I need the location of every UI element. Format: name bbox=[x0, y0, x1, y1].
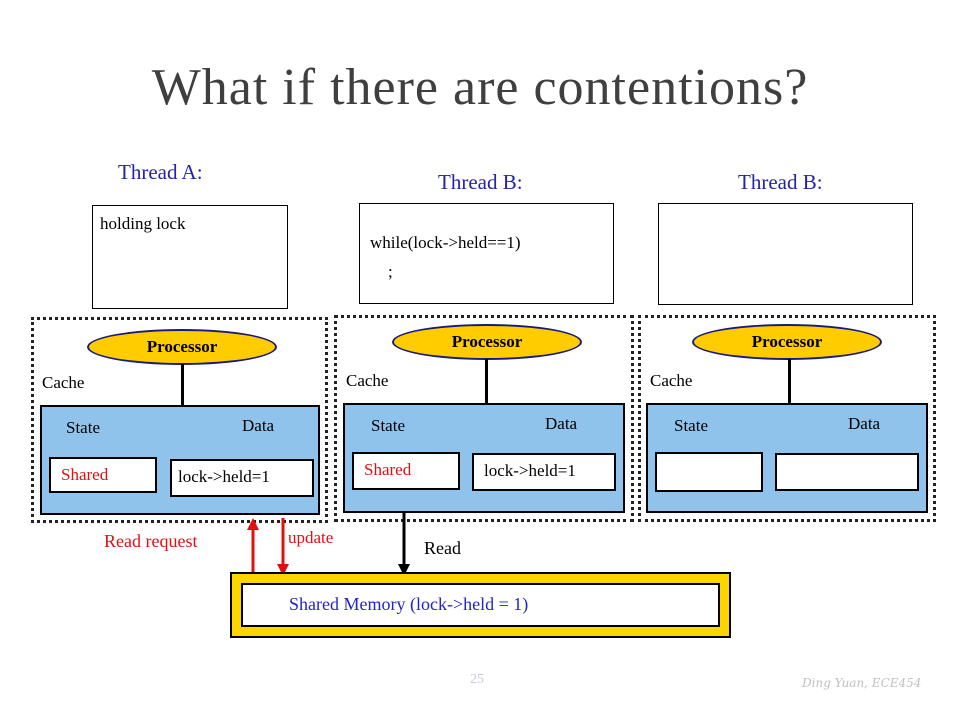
thread-a-label: Thread A: bbox=[118, 160, 203, 184]
bus-line-c bbox=[788, 359, 791, 405]
cache-a-data-cell: lock->held=1 bbox=[170, 459, 314, 497]
cache-c: State Data bbox=[646, 403, 928, 513]
author-footer: Ding Yuan, ECE454 bbox=[802, 676, 922, 690]
cache-b: State Data Shared lock->held=1 bbox=[343, 403, 625, 513]
cache-a: State Data Shared lock->held=1 bbox=[40, 405, 320, 515]
cache-c-label: Cache bbox=[650, 371, 693, 390]
read-request-label: Read request bbox=[104, 531, 198, 551]
bus-line-b bbox=[485, 359, 488, 405]
thread-b2-label: Thread B: bbox=[738, 170, 823, 194]
thread-b-code-box: while(lock->held==1) ; bbox=[359, 203, 614, 304]
thread-a-code-box: holding lock bbox=[92, 205, 288, 309]
processor-b: Processor bbox=[392, 324, 582, 360]
bus-line-a bbox=[181, 364, 184, 406]
data-header: Data bbox=[545, 414, 578, 433]
data-header: Data bbox=[848, 414, 881, 433]
thread-b2-code-box bbox=[658, 203, 913, 305]
core-c-region bbox=[638, 315, 936, 522]
shared-memory-frame: Shared Memory (lock->held = 1) bbox=[230, 572, 731, 638]
shared-memory-box: Shared Memory (lock->held = 1) bbox=[241, 583, 720, 627]
page-number: 25 bbox=[470, 672, 484, 687]
read-label: Read bbox=[424, 538, 461, 558]
cache-a-state-cell: Shared bbox=[49, 457, 157, 493]
state-header: State bbox=[674, 416, 708, 435]
data-header: Data bbox=[242, 416, 275, 435]
update-label: update bbox=[288, 528, 334, 547]
thread-b-code-line2: ; bbox=[388, 262, 393, 281]
cache-c-data-cell bbox=[775, 453, 919, 491]
cache-c-state-cell bbox=[655, 452, 763, 492]
slide-title: What if there are contentions? bbox=[151, 59, 809, 116]
processor-c: Processor bbox=[692, 324, 882, 360]
thread-b-label: Thread B: bbox=[438, 170, 523, 194]
state-header: State bbox=[371, 416, 405, 435]
cache-b-data-cell: lock->held=1 bbox=[472, 453, 616, 491]
core-b-region bbox=[334, 315, 634, 522]
cache-a-label: Cache bbox=[42, 373, 85, 392]
thread-b-code-line1: while(lock->held==1) bbox=[370, 233, 521, 252]
cache-b-state-cell: Shared bbox=[352, 452, 460, 490]
cache-b-label: Cache bbox=[346, 371, 389, 390]
state-header: State bbox=[66, 418, 100, 437]
thread-a-code-line: holding lock bbox=[100, 214, 186, 233]
core-a-region bbox=[31, 317, 328, 523]
